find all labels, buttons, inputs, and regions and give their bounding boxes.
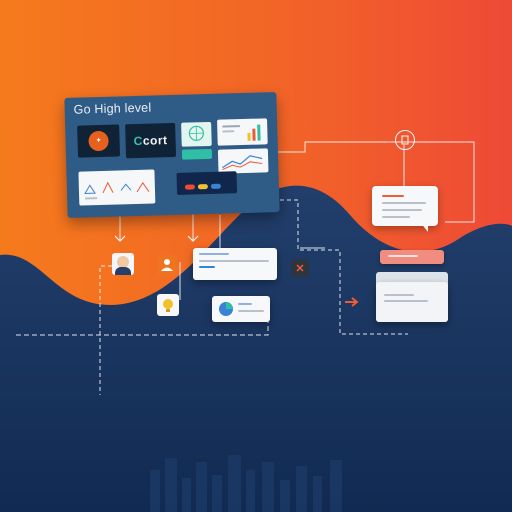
action-pill-blue[interactable] — [210, 183, 221, 189]
folder-icon[interactable] — [376, 282, 448, 322]
form-line — [199, 266, 215, 268]
person-icon[interactable] — [157, 255, 177, 275]
brand-logo-dark[interactable]: Ccort — [125, 122, 177, 159]
brand-logo-orange[interactable]: ✦ — [77, 124, 121, 158]
chart-bar — [247, 132, 251, 141]
contact-form-card[interactable] — [193, 248, 277, 280]
brand-logo-label: cort — [142, 133, 168, 148]
folder-line — [384, 294, 414, 296]
chat-line — [382, 216, 410, 218]
chart-strip-widget[interactable] — [78, 169, 156, 206]
analytics-card[interactable] — [212, 296, 270, 322]
analytics-line — [238, 303, 252, 305]
user-avatar-icon[interactable] — [112, 253, 134, 275]
chat-line — [382, 202, 426, 204]
avatar-body — [115, 267, 131, 275]
chat-bubble-tail — [420, 222, 428, 232]
chat-line — [382, 209, 422, 211]
dashboard-title: Go High level — [73, 100, 152, 117]
brand-mark-orange-icon: ✦ — [88, 130, 109, 152]
lightbulb-icon[interactable] — [157, 294, 179, 316]
chart-bar — [257, 124, 261, 141]
settings-tile-icon[interactable] — [291, 259, 309, 277]
pie-chart-icon — [219, 302, 233, 316]
widget-caption — [222, 125, 241, 128]
action-bar[interactable] — [176, 171, 238, 195]
avatar-face — [117, 256, 129, 268]
folder-line — [384, 300, 428, 302]
globe-icon — [188, 125, 205, 141]
analytics-line — [238, 310, 264, 312]
line-chart-widget[interactable] — [217, 148, 269, 174]
map-widget[interactable] — [181, 121, 212, 147]
trend-chart-icon — [222, 155, 263, 171]
sparkline-icons — [84, 181, 150, 200]
form-title-line — [199, 253, 229, 255]
action-pill-red[interactable] — [184, 184, 195, 190]
form-line — [199, 260, 269, 262]
phone-icon[interactable] — [395, 130, 415, 150]
status-line — [388, 255, 418, 257]
widget-caption — [222, 130, 235, 133]
chat-line — [382, 195, 404, 197]
dashboard-window[interactable]: Go High level ✦ Ccort — [64, 92, 280, 218]
chart-bar — [252, 128, 256, 141]
bar-chart-widget[interactable] — [217, 118, 268, 146]
teal-status-chip[interactable] — [181, 148, 213, 160]
action-pill-yellow[interactable] — [197, 184, 208, 190]
chat-bubble-icon[interactable] — [372, 186, 438, 226]
status-bar[interactable] — [380, 250, 444, 264]
